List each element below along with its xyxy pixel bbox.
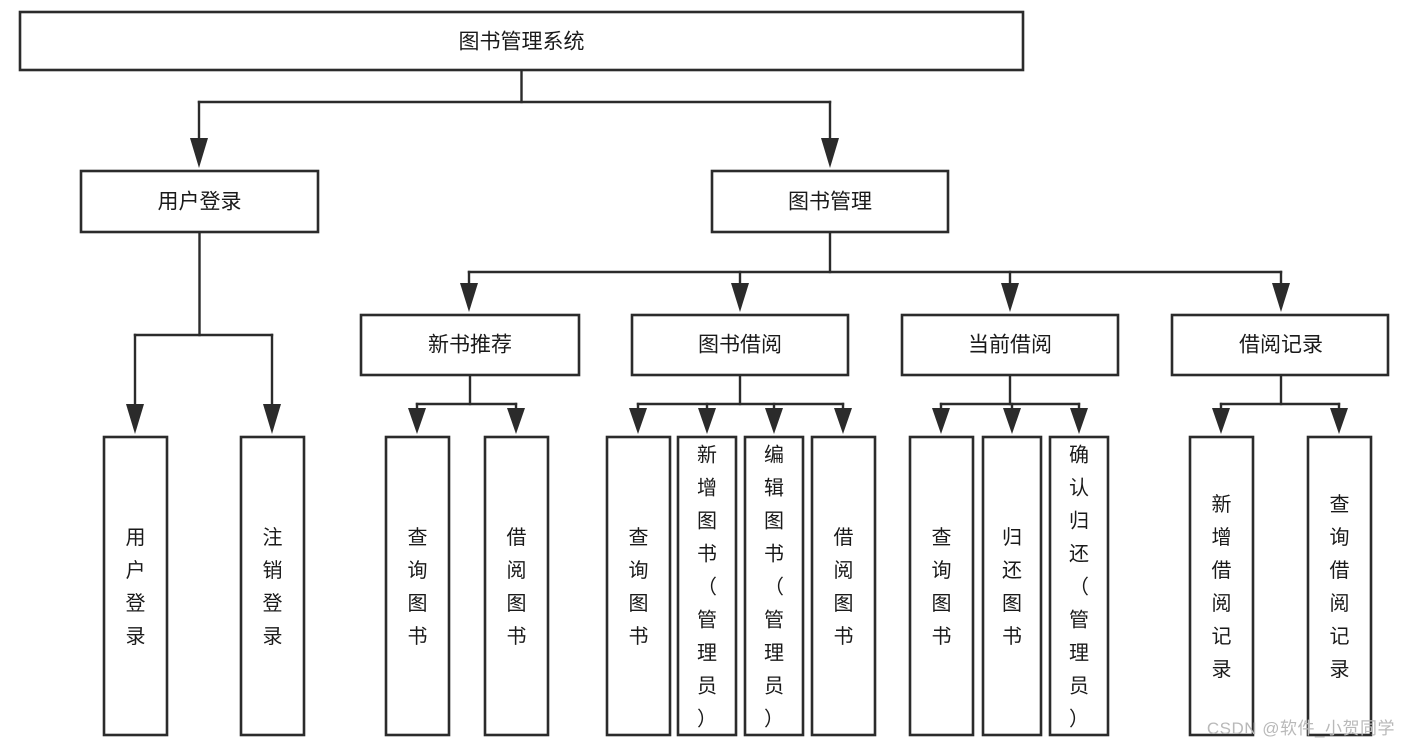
node-leaf-user-logout-box[interactable] (239, 435, 306, 737)
node-book-manage[interactable]: 图书管理 (710, 169, 950, 234)
node-book-borrow-label: 图书借阅 (698, 334, 782, 357)
node-borrow-record-label: 借阅记录 (1239, 334, 1323, 357)
node-leaf-query-record-box[interactable] (1306, 435, 1373, 737)
node-current-borrow-label: 当前借阅 (968, 334, 1052, 357)
node-user-login[interactable]: 用户登录 (79, 169, 320, 234)
node-leaf-edit-book-box[interactable] (743, 435, 805, 737)
watermark: CSDN @软件_小贺同学 (1206, 719, 1395, 738)
arrow-head-leaf-return-book (1003, 408, 1021, 434)
connector-group-book-borrow (629, 373, 852, 434)
node-leaf-query-book-borrow-label: 查询图书 (629, 526, 649, 648)
node-leaf-confirm-return-box[interactable] (1048, 435, 1110, 737)
node-new-book-rec[interactable]: 新书推荐 (359, 313, 581, 377)
arrow-head-leaf-add-book (698, 408, 716, 434)
node-leaf-borrow-book-rec-box[interactable] (483, 435, 550, 737)
arrow-head-book-borrow (731, 283, 749, 312)
arrow-head-current-borrow (1001, 283, 1019, 312)
node-current-borrow-box[interactable] (900, 313, 1120, 377)
node-leaf-query-book-current-box[interactable] (908, 435, 975, 737)
arrow-head-leaf-borrow-book (834, 408, 852, 434)
node-borrow-record-box[interactable] (1170, 313, 1390, 377)
node-leaf-return-book-label: 归还图书 (1002, 526, 1022, 648)
arrow-head-user-login (190, 138, 208, 168)
node-root[interactable]: 图书管理系统 (18, 10, 1025, 72)
node-user-login-label: 用户登录 (158, 191, 242, 214)
arrow-head-leaf-query-record (1330, 408, 1348, 434)
node-root-label: 图书管理系统 (459, 31, 585, 54)
arrow-head-book-manage (821, 138, 839, 168)
node-leaf-user-login-label: 用户登录 (126, 527, 146, 648)
node-leaf-user-logout-label: 注销登录 (263, 526, 283, 648)
node-leaf-query-book-current-label: 查询图书 (932, 526, 952, 648)
arrow-head-leaf-query-book-borrow (629, 408, 647, 434)
node-leaf-confirm-return-label: 确认归还（管理员） (1069, 443, 1089, 730)
node-new-book-rec-label: 新书推荐 (428, 334, 512, 357)
connector-group-borrow-record (1212, 373, 1348, 434)
node-leaf-query-record-label: 查询借阅记录 (1330, 493, 1350, 681)
arrow-head-leaf-user-logout (263, 404, 281, 434)
connector-group-current-borrow (932, 373, 1088, 434)
arrow-head-leaf-user-login (126, 404, 144, 434)
node-book-manage-box[interactable] (710, 169, 950, 234)
node-leaf-query-book-borrow-box[interactable] (605, 435, 672, 737)
node-leaf-add-book-box[interactable] (676, 435, 738, 737)
arrow-head-leaf-confirm-return (1070, 408, 1088, 434)
node-leaf-edit-book-label: 编辑图书（管理员） (764, 443, 784, 730)
arrow-head-borrow-record (1272, 283, 1290, 312)
connector-group-root (190, 68, 839, 168)
node-root-box[interactable] (18, 10, 1025, 72)
node-leaf-add-book-label: 新增图书（管理员） (697, 443, 717, 730)
node-current-borrow[interactable]: 当前借阅 (900, 313, 1120, 377)
leaf-labels-layer: 用户登录 注销登录 查询图书 借阅图书 查询图书 新增图书（管理员） 编辑图书（管理员） 借阅… (126, 443, 1350, 730)
leaf-nodes-group (102, 435, 1373, 737)
node-borrow-record[interactable]: 借阅记录 (1170, 313, 1390, 377)
node-leaf-borrow-book-label: 借阅图书 (834, 526, 854, 648)
node-leaf-add-record-label: 新增借阅记录 (1212, 493, 1232, 681)
arrow-head-leaf-query-book-current (932, 408, 950, 434)
node-user-login-box[interactable] (79, 169, 320, 234)
arrow-head-leaf-borrow-book-rec (507, 408, 525, 434)
connector-group-user-login (126, 230, 281, 434)
node-leaf-borrow-book-rec-label: 借阅图书 (507, 526, 527, 648)
arrow-head-leaf-edit-book (765, 408, 783, 434)
arrow-head-new-book-rec (460, 283, 478, 312)
node-book-borrow-box[interactable] (630, 313, 850, 377)
arrow-head-leaf-add-record (1212, 408, 1230, 434)
connector-group-new-book-rec (408, 373, 525, 434)
node-new-book-rec-box[interactable] (359, 313, 581, 377)
node-leaf-add-record-box[interactable] (1188, 435, 1255, 737)
connector-group-book-manage (460, 230, 1290, 312)
node-leaf-query-book-rec-box[interactable] (384, 435, 451, 737)
node-leaf-user-login-box[interactable] (102, 435, 169, 737)
arrow-head-leaf-query-book-rec (408, 408, 426, 434)
node-book-borrow[interactable]: 图书借阅 (630, 313, 850, 377)
node-leaf-return-book-box[interactable] (981, 435, 1043, 737)
node-book-manage-label: 图书管理 (788, 191, 872, 214)
node-leaf-query-book-rec-label: 查询图书 (408, 526, 428, 648)
node-leaf-borrow-book-box[interactable] (810, 435, 877, 737)
